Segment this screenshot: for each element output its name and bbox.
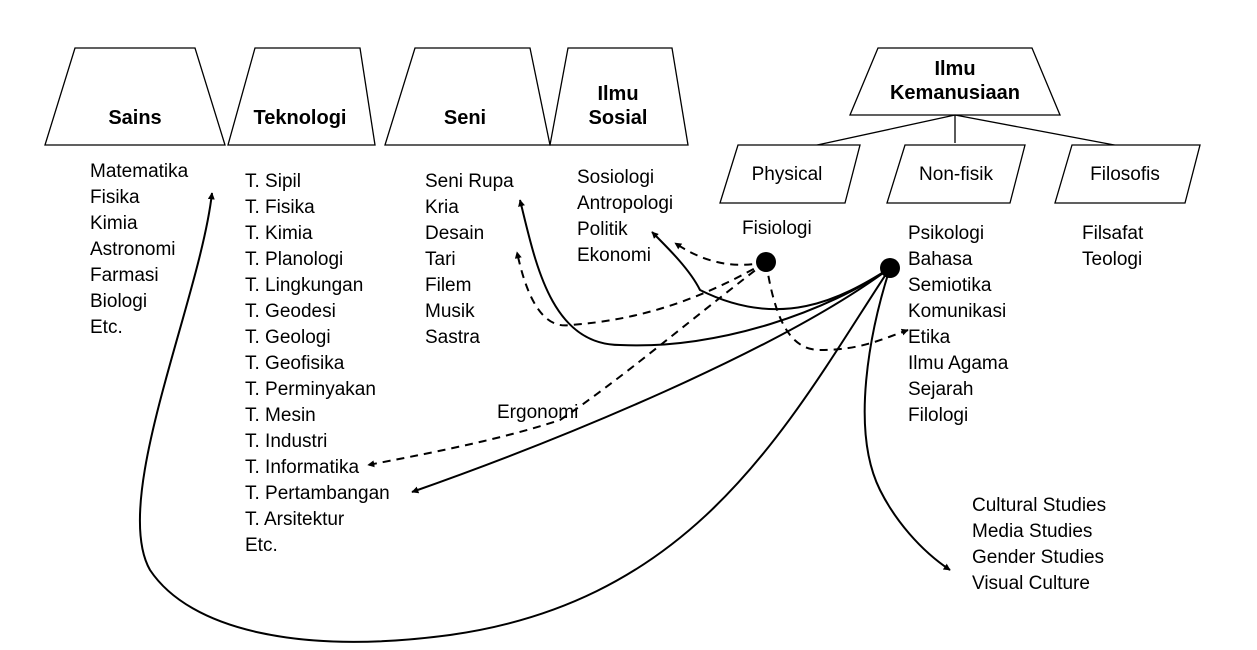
nonfisik-node bbox=[880, 258, 900, 278]
subcategory-physical-label: Physical bbox=[752, 164, 823, 185]
subcategory-physical: Physical bbox=[719, 144, 861, 204]
list-item: Visual Culture bbox=[972, 573, 1090, 594]
subcategory-filosofis-label: Filosofis bbox=[1090, 164, 1160, 185]
heading-ilmu-kemanusiaan-line2: Kemanusiaan bbox=[890, 82, 1020, 104]
list-item: T. Arsitektur bbox=[245, 509, 345, 530]
heading-sains: Sains bbox=[44, 47, 226, 146]
list-item: Seni Rupa bbox=[425, 171, 514, 192]
list-physical: Fisiologi bbox=[742, 218, 812, 239]
subcategory-filosofis: Filosofis bbox=[1054, 144, 1201, 204]
list-item: T. Perminyakan bbox=[245, 379, 376, 400]
heading-ilmu-kemanusiaan-line1: Ilmu bbox=[934, 58, 975, 80]
list-item: Etika bbox=[908, 327, 951, 348]
list-item: Etc. bbox=[90, 317, 123, 338]
list-item: Cultural Studies bbox=[972, 495, 1106, 516]
heading-ilmu-sosial-line1: Ilmu bbox=[597, 83, 638, 105]
list-item: Bahasa bbox=[908, 249, 973, 270]
list-item: T. Planologi bbox=[245, 249, 343, 270]
arrow-physical-to-politik bbox=[674, 242, 767, 266]
dashed-arrows bbox=[367, 242, 909, 468]
list-item: Fisika bbox=[90, 187, 140, 208]
heading-sains-label: Sains bbox=[108, 107, 161, 129]
arrow-nonfisik-to-seni-rupa bbox=[518, 199, 891, 347]
list-item: T. Informatika bbox=[245, 457, 359, 478]
list-item: Ilmu Agama bbox=[908, 353, 1009, 374]
annotation-ergonomi: Ergonomi bbox=[497, 402, 578, 423]
list-item: Biologi bbox=[90, 291, 147, 312]
arrow-nonfisik-to-politik bbox=[651, 231, 891, 311]
list-teknologi: T. Sipil T. Fisika T. Kimia T. Planologi T. … bbox=[245, 171, 390, 556]
list-item: Tari bbox=[425, 249, 456, 270]
list-item: Filem bbox=[425, 275, 471, 296]
heading-seni-label: Seni bbox=[444, 107, 486, 129]
heading-seni: Seni bbox=[384, 47, 551, 146]
heading-ilmu-kemanusiaan: Ilmu Kemanusiaan bbox=[849, 47, 1061, 116]
list-item: Kria bbox=[425, 197, 459, 218]
arrow-physical-to-desain bbox=[514, 251, 767, 327]
list-item: T. Geodesi bbox=[245, 301, 336, 322]
list-item: Politik bbox=[577, 219, 628, 240]
list-item: Ekonomi bbox=[577, 245, 651, 266]
arrow-nonfisik-to-studies bbox=[863, 267, 951, 571]
list-item: Sejarah bbox=[908, 379, 974, 400]
subcategory-non-fisik-label: Non-fisik bbox=[919, 164, 993, 185]
list-item: Antropologi bbox=[577, 193, 673, 214]
list-item: Musik bbox=[425, 301, 475, 322]
list-item: T. Sipil bbox=[245, 171, 301, 192]
heading-ilmu-sosial-line2: Sosial bbox=[589, 107, 648, 129]
list-item: Desain bbox=[425, 223, 484, 244]
physical-node bbox=[756, 252, 776, 272]
list-item: Etc. bbox=[245, 535, 278, 556]
list-item: T. Pertambangan bbox=[245, 483, 390, 504]
list-item: T. Geofisika bbox=[245, 353, 345, 374]
solid-arrows bbox=[138, 192, 951, 643]
list-item: Astronomi bbox=[90, 239, 176, 260]
list-item: Matematika bbox=[90, 161, 189, 182]
subcategory-non-fisik: Non-fisik bbox=[886, 144, 1026, 204]
list-item: Teologi bbox=[1082, 249, 1142, 270]
list-item: Gender Studies bbox=[972, 547, 1104, 568]
kemanusiaan-branch-lines bbox=[807, 114, 1126, 148]
list-item: Semiotika bbox=[908, 275, 992, 296]
arrow-physical-to-industri bbox=[367, 261, 767, 468]
arrow-nonfisik-to-sains bbox=[138, 192, 891, 643]
list-item: Kimia bbox=[90, 213, 138, 234]
list-item: Media Studies bbox=[972, 521, 1092, 542]
list-item: Filologi bbox=[908, 405, 968, 426]
heading-ilmu-sosial: Ilmu Sosial bbox=[549, 47, 689, 146]
heading-teknologi: Teknologi bbox=[227, 47, 376, 146]
list-item: Komunikasi bbox=[908, 301, 1006, 322]
list-item: T. Mesin bbox=[245, 405, 316, 426]
list-item: T. Lingkungan bbox=[245, 275, 363, 296]
heading-teknologi-label: Teknologi bbox=[254, 107, 347, 129]
arrow-physical-to-komunikasi bbox=[765, 261, 909, 352]
list-item: T. Fisika bbox=[245, 197, 315, 218]
list-item: T. Industri bbox=[245, 431, 327, 452]
list-item: Filsafat bbox=[1082, 223, 1144, 244]
list-item: Psikologi bbox=[908, 223, 984, 244]
list-item: Farmasi bbox=[90, 265, 159, 286]
list-item: Sosiologi bbox=[577, 167, 654, 188]
list-item: T. Kimia bbox=[245, 223, 313, 244]
arrow-nonfisik-to-informatika bbox=[411, 267, 891, 494]
list-item: Fisiologi bbox=[742, 218, 812, 239]
list-item: Sastra bbox=[425, 327, 480, 348]
list-item: T. Geologi bbox=[245, 327, 331, 348]
